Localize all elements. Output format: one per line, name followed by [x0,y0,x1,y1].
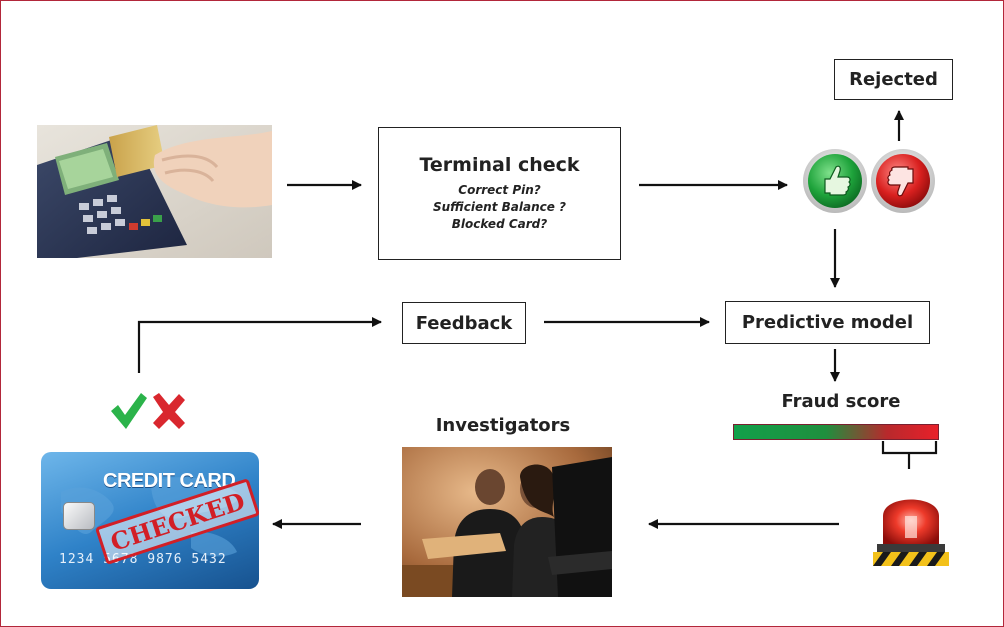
credit-card-title: CREDIT CARD [103,470,236,492]
rejected-label: Rejected [849,69,938,90]
fraud-score-bar [733,424,939,440]
predictive-model-box: Predictive model [725,301,930,344]
rejected-box: Rejected [834,59,953,100]
check-blocked-card: Blocked Card? [451,217,548,231]
investigators-label: Investigators [435,415,571,436]
feedback-label: Feedback [415,312,513,334]
alarm-siren-icon [873,499,949,566]
thumbs-up-icon [803,149,867,213]
credit-card-number: 1234 5678 9876 5432 [59,552,227,567]
fraud-score-bracket [881,441,938,455]
arrow-loop-to-feedback [137,317,382,373]
payment-terminal-photo [37,125,272,258]
investigators-photo [402,447,612,597]
feedback-marks [111,393,185,429]
check-icon [111,393,147,429]
predictive-model-label: Predictive model [741,312,914,333]
credit-card: CREDIT CARD 1234 5678 9876 5432 CHECKED [41,452,259,589]
chip-icon [63,502,95,530]
cross-icon [153,393,185,429]
terminal-check-title: Terminal check [419,154,580,176]
feedback-box: Feedback [402,302,526,344]
check-correct-pin: Correct Pin? [458,183,541,197]
terminal-check-box: Terminal check Correct Pin? Sufficient B… [378,127,621,260]
check-sufficient-balance: Sufficient Balance ? [432,200,567,214]
approval-buttons [803,149,935,213]
thumbs-down-icon [871,149,935,213]
fraud-score-label: Fraud score [781,391,901,412]
